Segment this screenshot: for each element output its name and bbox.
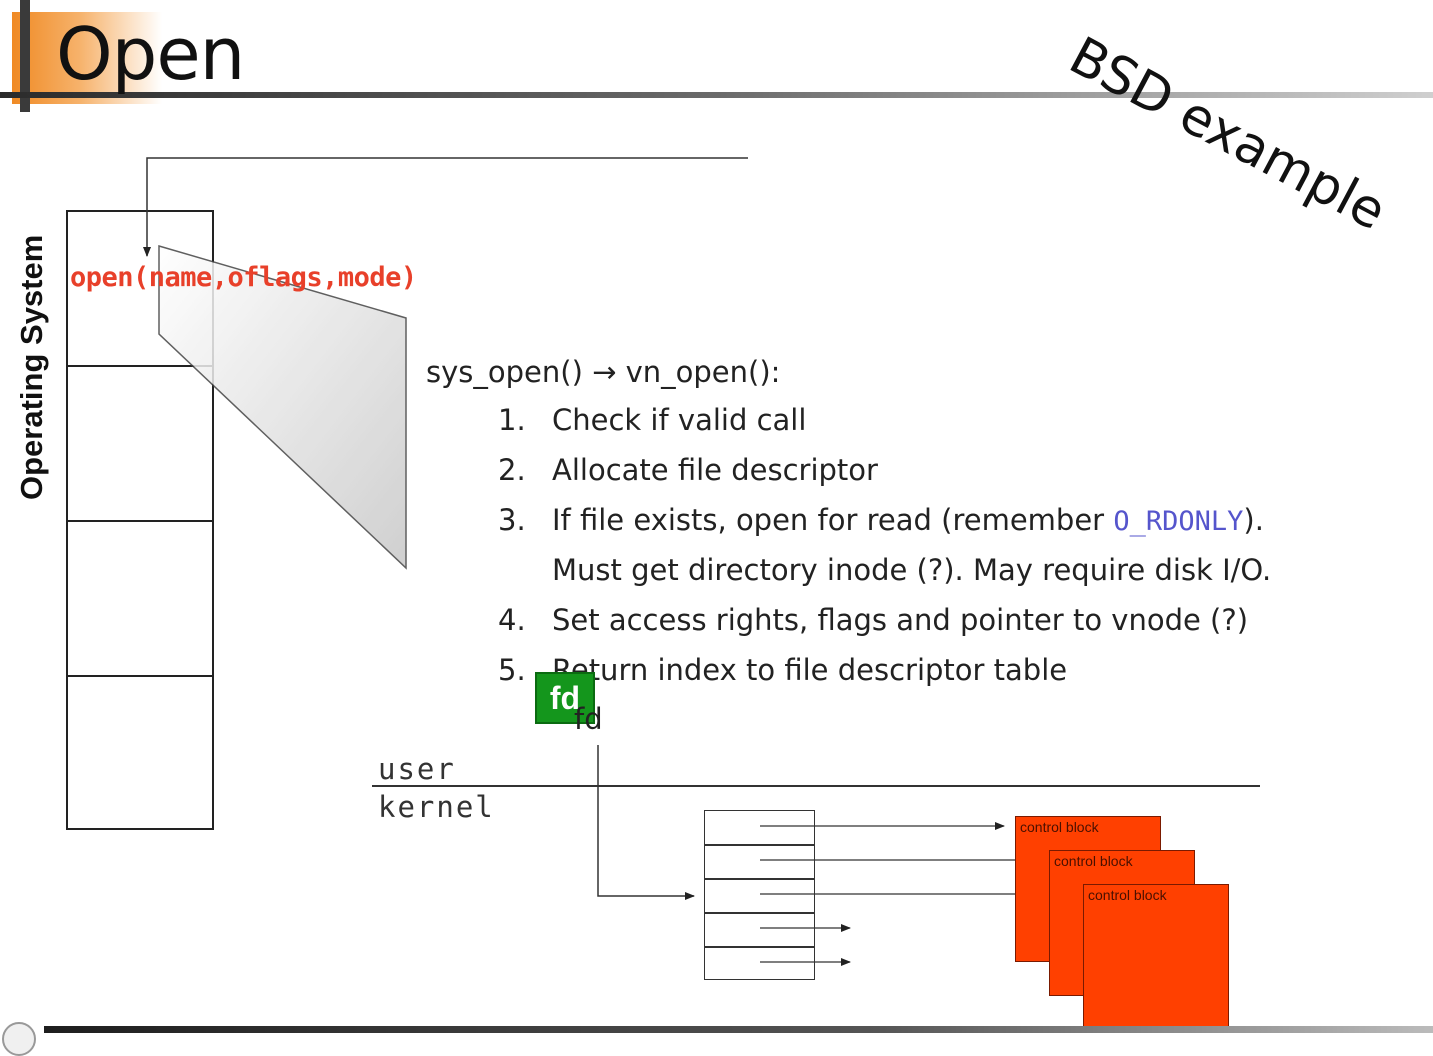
title-vertical-bar bbox=[20, 0, 30, 112]
step-item: 4. Set access rights, flags and pointer t… bbox=[498, 600, 1248, 640]
fd-badge: fd bbox=[535, 672, 595, 724]
step-text: If file exists, open for read (remember bbox=[552, 503, 1114, 537]
step-number: 3. bbox=[498, 503, 526, 537]
kernel-label: kernel bbox=[378, 790, 495, 824]
function-chain: sys_open() → vn_open(): bbox=[426, 355, 781, 389]
step-number: 2. bbox=[498, 453, 526, 487]
step-text: Set access rights, flags and pointer to … bbox=[552, 603, 1249, 637]
step-text-suffix: ). bbox=[1243, 503, 1264, 537]
title-accent-bar bbox=[12, 12, 162, 104]
step-number: 5. bbox=[498, 653, 526, 687]
control-block: control block bbox=[1083, 884, 1229, 1030]
footer-rule bbox=[44, 1026, 1433, 1033]
fd-index-arrow bbox=[597, 745, 695, 900]
step-item: 2. Allocate file descriptor bbox=[498, 450, 878, 490]
title-underline bbox=[0, 92, 1433, 98]
step-item: 3. If file exists, open for read (remembe… bbox=[498, 500, 1264, 542]
step-item: 1. Check if valid call bbox=[498, 400, 806, 440]
return-arrow bbox=[143, 157, 748, 257]
code-flag: O_RDONLY bbox=[1113, 506, 1244, 537]
step-text: Allocate file descriptor bbox=[552, 453, 878, 487]
step-item: Must get directory inode (?). May requir… bbox=[498, 550, 1271, 590]
step-text: Check if valid call bbox=[552, 403, 807, 437]
step-number: 1. bbox=[498, 403, 526, 437]
file-descriptor-table bbox=[704, 810, 815, 980]
user-label: user bbox=[378, 752, 456, 786]
table-row-divider bbox=[704, 878, 815, 880]
os-column-divider bbox=[66, 520, 214, 522]
zoom-wedge bbox=[158, 245, 407, 570]
open-call-signature: open(name,oflags,mode) bbox=[70, 262, 417, 293]
step-text: Must get directory inode (?). May requir… bbox=[552, 553, 1272, 587]
user-kernel-boundary bbox=[372, 785, 1260, 787]
os-column-divider bbox=[66, 365, 214, 367]
step-text: Return index to file descriptor table bbox=[552, 653, 1068, 687]
step-item: 5. Return index to file descriptor table bbox=[498, 650, 1067, 690]
step-number: 4. bbox=[498, 603, 526, 637]
table-row-divider bbox=[704, 946, 815, 948]
slide-title: Open bbox=[56, 12, 245, 96]
table-row-divider bbox=[704, 912, 815, 914]
fd-label: fd bbox=[574, 702, 603, 736]
university-seal-icon bbox=[2, 1022, 36, 1056]
os-column-divider bbox=[66, 675, 214, 677]
table-row-divider bbox=[704, 844, 815, 846]
